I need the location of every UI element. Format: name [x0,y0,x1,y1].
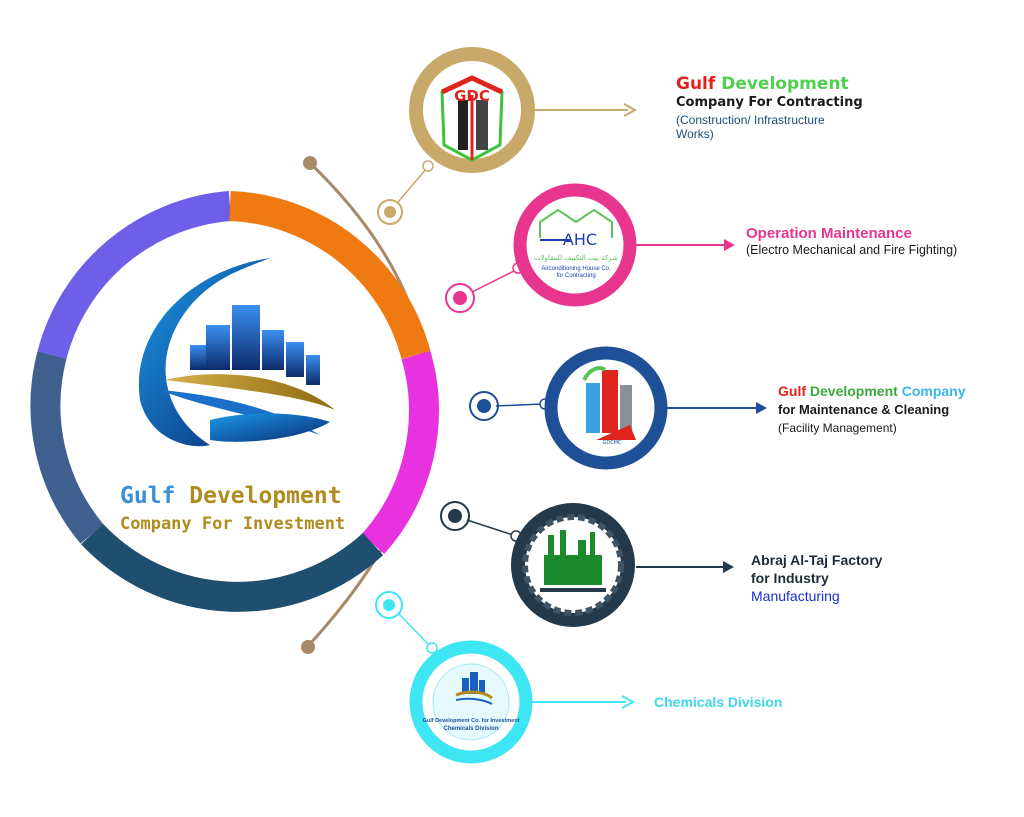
link-line-5 [398,613,431,647]
link-end-1 [422,160,434,172]
connector-dot-5 [383,599,395,611]
building-cube-icon: GDC [440,75,504,162]
link-end-5 [426,642,438,654]
ring-segment-slate [30,351,104,544]
company-name-gulf: Gulf [120,483,176,509]
division-maintenance-title: Operation Maintenance [746,225,912,242]
main-ring [30,191,439,612]
ahc-logo-text: AHC [563,230,597,249]
company-name-line2: Company For Investment [120,514,346,534]
division-cleaning-subtitle: for Maintenance & Cleaning [778,402,950,417]
towers-icon: GDCMC [582,366,636,446]
gdcmc-logo-text: GDCMC [602,440,622,446]
link-line-1 [397,167,428,203]
d3-title-part3: Company [901,383,966,399]
ring-segment-navy [81,523,384,612]
division-industry [511,503,635,627]
company-name-development: Development [189,483,342,509]
gdc-logo-text: GDC [454,87,490,105]
ahc-caption-en2: for Contracting [556,273,595,279]
main-logo-icon [138,258,335,447]
d1-title-part1: Gulf [676,74,716,94]
ring-segment-magenta [361,350,439,554]
division-contracting-title: Gulf Development [676,74,849,94]
chem-caption-2: Chemicals Division [443,726,498,732]
company-name-line1: Gulf Development [120,483,342,509]
arrow-head-2 [724,239,735,251]
d3-title-part2: Development [809,383,898,399]
link-line-3 [495,403,543,407]
arrow-head-1 [623,103,638,117]
ring-segment-purple [37,191,232,359]
ring-segment-orange [229,191,431,359]
division-contracting-subtitle: Company For Contracting [676,95,863,110]
connector-dot-1 [384,206,396,218]
division-maintenance: AHC شركة بيت التكييف للمقاولات Aircondit… [513,183,637,307]
d1-title-part2: Development [721,74,849,94]
house-outline-icon: AHC شركة بيت التكييف للمقاولات Aircondit… [534,208,618,279]
factory-gear-icon [540,530,606,592]
division-contracting-description: (Construction/ Infrastructure Works) [676,113,825,141]
division-cleaning: GDCMC [544,346,668,470]
chemicals-building-icon: Gulf Development Co. for Investment Chem… [423,672,520,732]
spine-start-dot [303,156,317,170]
division-industry-description: Manufacturing [751,588,840,604]
d3-title-part1: Gulf [778,383,806,399]
connector-dot-3 [477,399,491,413]
spine-end-dot [301,640,315,654]
link-line-4 [466,519,514,536]
link-line-2 [471,269,517,293]
arrow-head-5 [621,695,636,709]
division-maintenance-subtitle: (Electro Mechanical and Fire Fighting) [746,243,958,257]
division-industry-title: Abraj Al-Taj Factory [751,552,883,568]
division-cleaning-description: (Facility Management) [778,421,897,435]
arrow-head-4 [723,561,734,573]
connector-dot-4 [448,509,462,523]
arrow-head-3 [756,402,767,414]
ahc-caption-en1: Airconditioning House Co. [541,266,611,272]
ahc-caption-ar: شركة بيت التكييف للمقاولات [534,254,618,262]
division-chemicals-title: Chemicals Division [654,694,783,710]
division-industry-subtitle: for Industry [751,570,829,586]
chem-caption-1: Gulf Development Co. for Investment [423,718,520,724]
division-cleaning-title: Gulf Development Company [778,383,966,399]
division-chemicals: Gulf Development Co. for Investment Chem… [409,640,533,764]
division-contracting: GDC [409,47,535,173]
connector-dot-2 [453,291,467,305]
